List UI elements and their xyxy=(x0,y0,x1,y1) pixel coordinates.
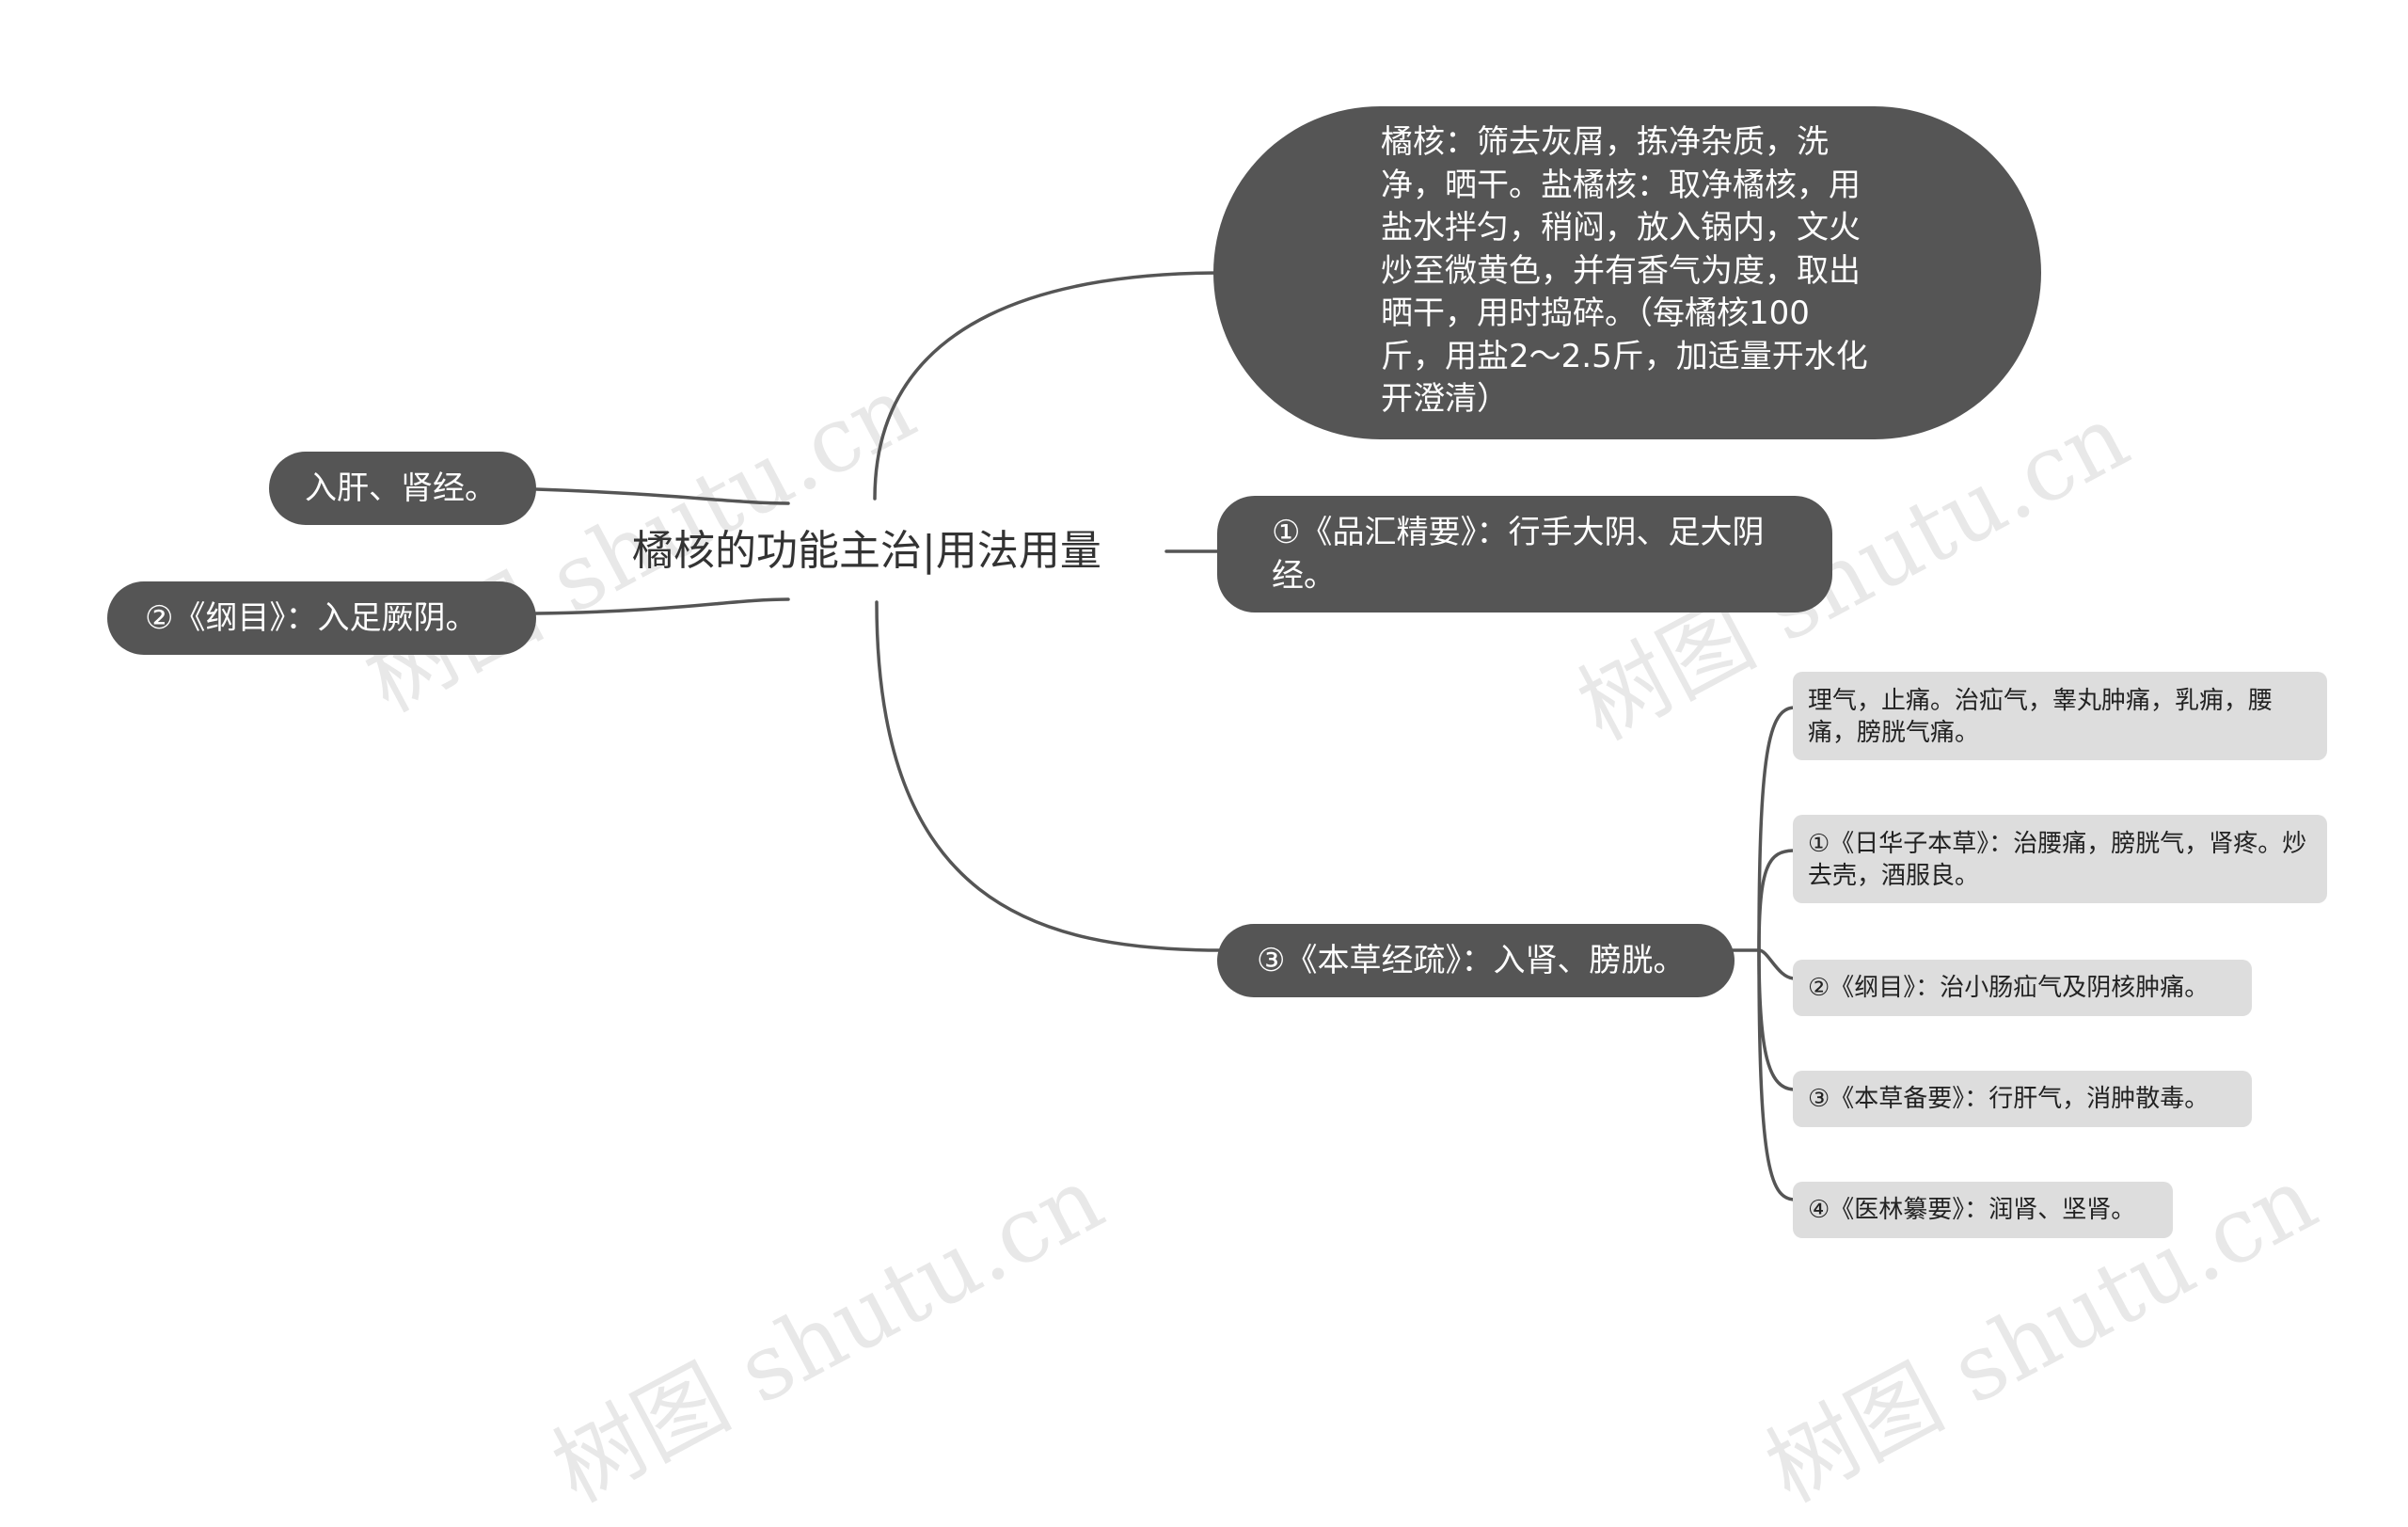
connector-lines xyxy=(534,271,1797,1201)
branch-processing-text: 橘核：筛去灰屑，拣净杂质，洗净，晒干。盐橘核：取净橘核，用盐水拌匀，稍闷，放入锅… xyxy=(1381,123,1868,418)
leaf-item[interactable]: ①《日华子本草》：治腰痛，膀胱气，肾疼。炒去壳，酒服良。 xyxy=(1793,815,2327,903)
leaf-text: 理气，止痛。治疝气，睾丸肿痛，乳痈，腰痛，膀胱气痛。 xyxy=(1808,687,2273,747)
branch-pinhui-text: ①《品汇精要》：行手大阴、足大阴经。 xyxy=(1272,514,1765,595)
leaf-item[interactable]: ③《本草备要》：行肝气，消肿散毒。 xyxy=(1793,1071,2252,1127)
branch-pinhui[interactable]: ①《品汇精要》：行手大阴、足大阴经。 xyxy=(1217,496,1832,612)
branch-gangmu-text: ②《纲目》：入足厥阴。 xyxy=(145,599,478,637)
branch-ru-gan-text: 入肝、肾经。 xyxy=(305,469,497,507)
leaf-item[interactable]: 理气，止痛。治疝气，睾丸肿痛，乳痈，腰痛，膀胱气痛。 xyxy=(1793,672,2327,760)
leaf-text: ③《本草备要》：行肝气，消肿散毒。 xyxy=(1808,1085,2210,1113)
branch-bencao-jingshu[interactable]: ③《本草经疏》：入肾、膀胱。 xyxy=(1217,924,1735,997)
connector-leaf-5 xyxy=(1757,948,1797,1201)
branch-bencao-jingshu-text: ③《本草经疏》：入肾、膀胱。 xyxy=(1257,942,1686,979)
connector-root-gangmu xyxy=(534,597,790,615)
leaf-text: ④《医林纂要》：润肾、坚肾。 xyxy=(1808,1196,2136,1224)
mindmap-canvas: 树图 shutu.cn 树图 shutu.cn 树图 shutu.cn 树图 s… xyxy=(107,106,2333,1522)
branch-ru-gan[interactable]: 入肝、肾经。 xyxy=(269,452,536,525)
connector-root-bencao xyxy=(875,600,1225,952)
branch-processing[interactable]: 橘核：筛去灰屑，拣净杂质，洗净，晒干。盐橘核：取净橘核，用盐水拌匀，稍闷，放入锅… xyxy=(1213,106,2041,439)
root-topic[interactable]: 橘核的功能主治|用法用量 xyxy=(632,527,1101,575)
leaf-item[interactable]: ④《医林纂要》：润肾、坚肾。 xyxy=(1793,1182,2173,1238)
leaf-text: ①《日华子本草》：治腰痛，膀胱气，肾疼。炒去壳，酒服良。 xyxy=(1808,830,2307,890)
connector-leaf-4 xyxy=(1757,948,1797,1091)
leaf-item[interactable]: ②《纲目》：治小肠疝气及阴核肿痛。 xyxy=(1793,960,2252,1016)
connector-leaf-1 xyxy=(1757,706,1797,952)
connector-root-processing xyxy=(873,271,1225,501)
leaf-text: ②《纲目》：治小肠疝气及阴核肿痛。 xyxy=(1808,974,2210,1002)
connector-leaf-3 xyxy=(1757,948,1797,980)
connector-leaf-2 xyxy=(1757,849,1797,952)
branch-gangmu[interactable]: ②《纲目》：入足厥阴。 xyxy=(107,581,536,655)
connector-root-rugan xyxy=(534,487,790,505)
